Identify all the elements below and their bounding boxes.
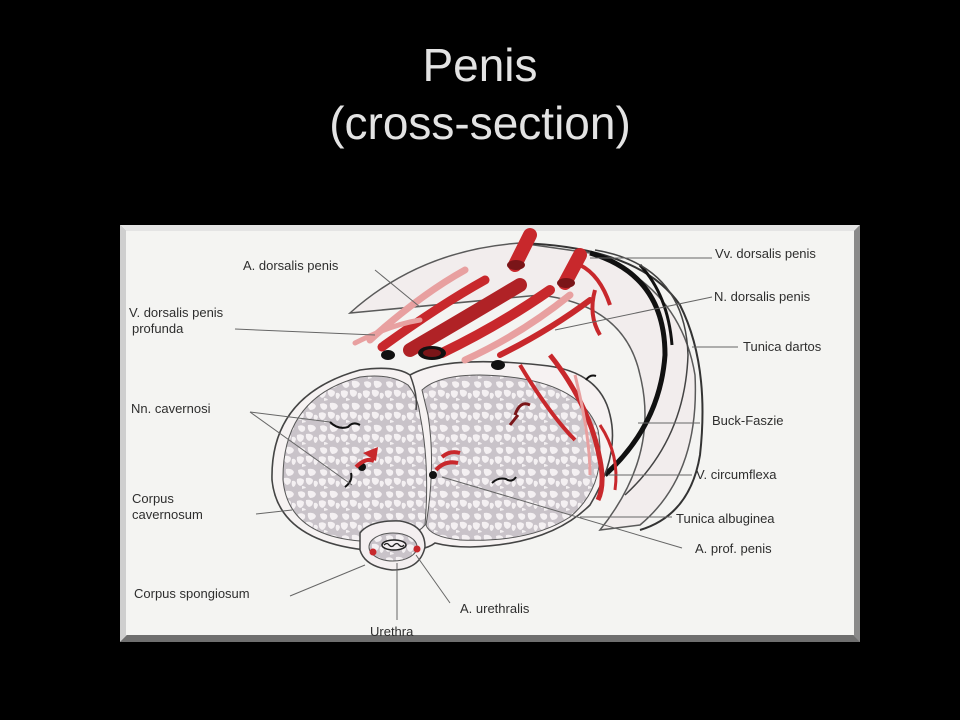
- label-nn-cavernosi: Nn. cavernosi: [131, 401, 211, 416]
- corpus-spongiosum: [359, 520, 426, 571]
- cavernous-structures: [329, 374, 597, 488]
- cross-section-diagram: A. dorsalis penis V. dorsalis penis prof…: [120, 225, 860, 642]
- label-corpus-cavernosum-2: cavernosum: [132, 507, 203, 522]
- slide-title: Penis (cross-section): [0, 36, 960, 152]
- label-tunica-albuginea: Tunica albuginea: [676, 511, 775, 526]
- label-a-dorsalis-penis: A. dorsalis penis: [243, 258, 339, 273]
- label-buck-faszie: Buck-Faszie: [712, 413, 784, 428]
- label-n-dorsalis-penis: N. dorsalis penis: [714, 289, 811, 304]
- leader-lines: [234, 257, 738, 620]
- penis-shaft: [347, 242, 704, 531]
- corpus-cavernosum-left: [282, 375, 428, 542]
- label-v-dorsalis-profunda-1: V. dorsalis penis: [129, 305, 224, 320]
- label-v-circumflexa: V. circumflexa: [696, 467, 777, 482]
- label-a-urethralis: A. urethralis: [460, 601, 530, 616]
- buck-fascia-band: [589, 250, 668, 477]
- dorsal-vessel-bundle: [352, 228, 618, 502]
- label-corpus-spongiosum: Corpus spongiosum: [134, 586, 250, 601]
- title-line-1: Penis: [422, 39, 538, 91]
- title-line-2: (cross-section): [329, 97, 631, 149]
- label-corpus-cavernosum-1: Corpus: [132, 491, 174, 506]
- label-tunica-dartos: Tunica dartos: [743, 339, 822, 354]
- urethral-artery-right: [413, 545, 421, 553]
- label-vv-dorsalis-penis: Vv. dorsalis penis: [715, 246, 816, 261]
- label-urethra: Urethra: [370, 624, 414, 639]
- anatomy-figure: A. dorsalis penis V. dorsalis penis prof…: [120, 225, 860, 642]
- label-a-prof-penis: A. prof. penis: [695, 541, 772, 556]
- urethral-artery-left: [369, 548, 377, 556]
- label-v-dorsalis-profunda-2: profunda: [132, 321, 184, 336]
